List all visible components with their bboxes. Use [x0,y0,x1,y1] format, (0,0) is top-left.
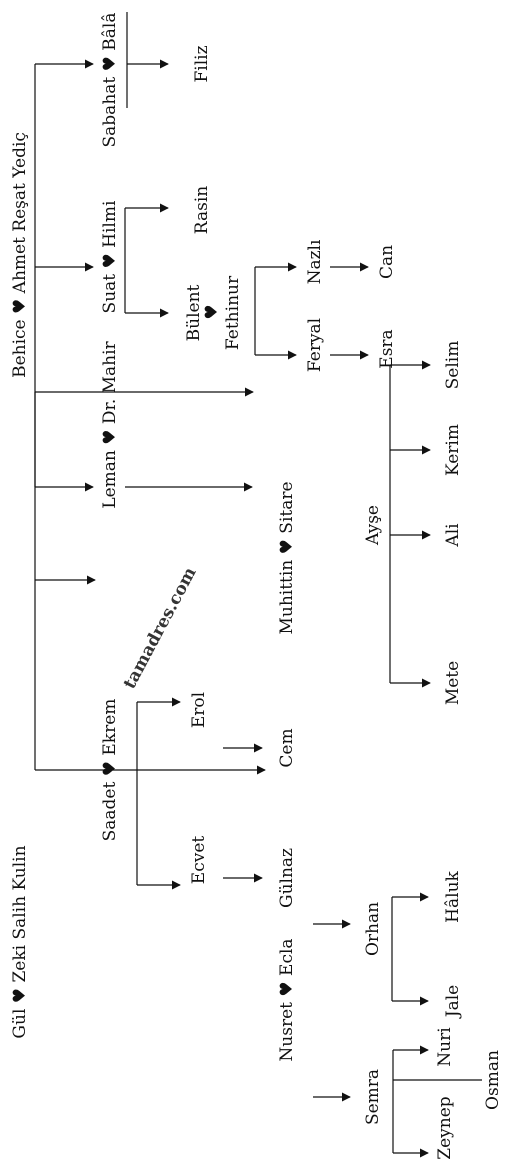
person-nazli: Nazlı [305,239,325,284]
person-labels: Gül ♥ Zeki Salih Kulin Behice ♥ Ahmet Re… [10,13,503,1160]
couple-behice-ahmet: Behice ♥ Ahmet Reşat Yediç [10,132,30,378]
couple-nusret-ecla: Nusret ♥ Ecla [277,938,297,1061]
person-esra: Esra [377,329,397,368]
person-nuri: Nuri [435,1027,455,1067]
connector-lines [34,12,482,1158]
person-selim: Selim [443,341,463,390]
person-mete: Mete [443,661,463,705]
person-kerim: Kerim [443,424,463,476]
person-can: Can [377,245,397,279]
person-fethinur: Fethinur [223,275,243,350]
person-zeynep: Zeynep [435,1096,455,1159]
person-ecvet: Ecvet [189,836,209,885]
person-gulnaz: Gülnaz [277,848,297,908]
couple-suat-hilmi: Suat ♥ Hilmi [100,200,120,313]
person-ali: Ali [443,523,463,548]
couple-sabahat-bala: Sabahat ♥ Bâlâ [100,13,120,148]
watermark: tamadres.com [120,564,201,692]
couple-muhittin-sitare: Muhittin ♥ Sitare [277,481,297,634]
heart-bulent-fethinur: ♥ [202,304,222,319]
couple-gul-zeki: Gül ♥ Zeki Salih Kulin [10,845,30,1038]
person-orhan: Orhan [363,902,383,956]
person-semra: Semra [363,1069,383,1125]
person-erol: Erol [189,692,209,728]
person-haluk: Hâluk [443,870,463,922]
person-osman: Osman [483,1050,503,1110]
person-filiz: Filiz [192,45,212,82]
person-feryal: Feryal [305,318,325,372]
person-jale: Jale [443,985,463,1019]
person-rasin: Rasin [192,186,212,234]
person-cem: Cem [277,728,297,767]
person-bulent: Bülent [184,284,204,341]
person-ayse: Ayşe [363,505,383,546]
couple-leman-mahir: Leman ♥ Dr. Mahir [100,340,120,508]
couple-saadet-ekrem: Saadet ♥ Ekrem [100,699,120,842]
